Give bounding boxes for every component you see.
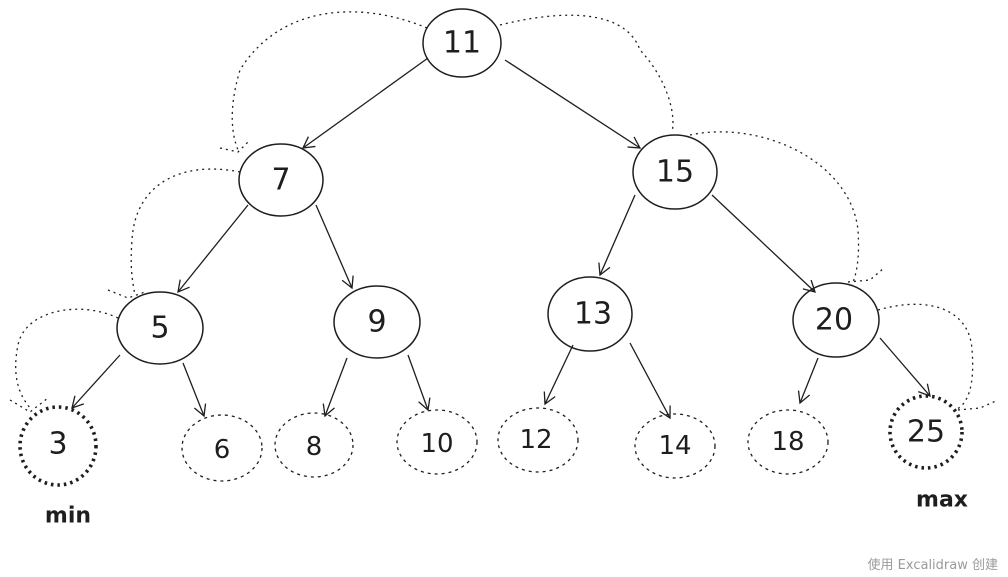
edge-11-15 bbox=[504, 59, 642, 149]
node-circle-25 bbox=[888, 394, 964, 470]
edge-7-9 bbox=[315, 204, 354, 290]
edge-9-10 bbox=[407, 354, 431, 412]
dotted-link-25-tick bbox=[957, 399, 999, 411]
node-label-3: 3 bbox=[48, 427, 67, 462]
node-circle-8 bbox=[274, 412, 354, 478]
dotted-link-15-20 bbox=[689, 131, 860, 286]
max-label: max bbox=[916, 488, 968, 513]
node-label-10: 10 bbox=[420, 429, 453, 459]
edge-9-8 bbox=[322, 357, 348, 418]
edge-15-13 bbox=[598, 194, 636, 277]
node-label-18: 18 bbox=[771, 427, 804, 457]
node-circle-10 bbox=[396, 409, 478, 475]
excalidraw-watermark: 使用 Excalidraw 创建 bbox=[867, 558, 998, 573]
node-label-6: 6 bbox=[214, 435, 231, 465]
node-circle-12 bbox=[497, 407, 579, 473]
leaf-nodes bbox=[181, 407, 829, 482]
node-label-11: 11 bbox=[443, 26, 481, 61]
node-labels: 11 7 15 5 9 13 20 3 6 8 10 12 14 18 25 bbox=[48, 26, 945, 466]
edge-7-5 bbox=[177, 204, 249, 294]
node-label-12: 12 bbox=[519, 425, 552, 455]
extreme-nodes bbox=[18, 394, 964, 487]
node-label-13: 13 bbox=[574, 297, 612, 332]
node-label-8: 8 bbox=[306, 432, 323, 462]
tree-edges bbox=[71, 57, 931, 420]
dotted-link-20-25 bbox=[877, 303, 974, 411]
node-label-14: 14 bbox=[658, 431, 691, 461]
edge-13-14 bbox=[629, 342, 671, 420]
dotted-link-7-5 bbox=[130, 168, 241, 296]
node-circle-11 bbox=[422, 8, 502, 78]
node-circle-18 bbox=[747, 409, 829, 475]
node-circle-7 bbox=[238, 143, 324, 217]
edge-13-12 bbox=[543, 344, 574, 406]
node-label-15: 15 bbox=[656, 155, 694, 190]
edge-20-18 bbox=[797, 357, 819, 405]
node-label-9: 9 bbox=[367, 305, 386, 340]
node-circle-6 bbox=[181, 414, 263, 482]
min-label: min bbox=[45, 504, 91, 529]
dotted-link-20-tick bbox=[847, 267, 885, 283]
dotted-link-11-15 bbox=[499, 14, 674, 133]
dotted-link-5-3 bbox=[15, 308, 119, 411]
node-label-5: 5 bbox=[150, 311, 169, 346]
node-circle-14 bbox=[634, 413, 716, 479]
node-label-25: 25 bbox=[907, 415, 945, 450]
node-circle-15 bbox=[632, 134, 718, 210]
edge-15-20 bbox=[711, 194, 816, 293]
node-circle-3 bbox=[18, 405, 98, 487]
node-circle-9 bbox=[333, 285, 421, 359]
dotted-link-7-tick bbox=[219, 139, 251, 153]
dotted-link-5-tick bbox=[107, 289, 146, 299]
dotted-link-3-tick bbox=[9, 397, 49, 413]
edge-20-25 bbox=[879, 337, 931, 398]
internal-nodes bbox=[116, 8, 880, 365]
edge-11-7 bbox=[301, 57, 429, 149]
node-circle-5 bbox=[116, 291, 204, 365]
node-circle-13 bbox=[547, 276, 633, 352]
node-label-20: 20 bbox=[815, 303, 853, 338]
edge-5-3 bbox=[71, 354, 121, 410]
dotted-traversal-links bbox=[9, 11, 999, 413]
node-label-7: 7 bbox=[271, 163, 290, 198]
node-circle-20 bbox=[792, 282, 880, 358]
edge-5-6 bbox=[182, 362, 207, 418]
